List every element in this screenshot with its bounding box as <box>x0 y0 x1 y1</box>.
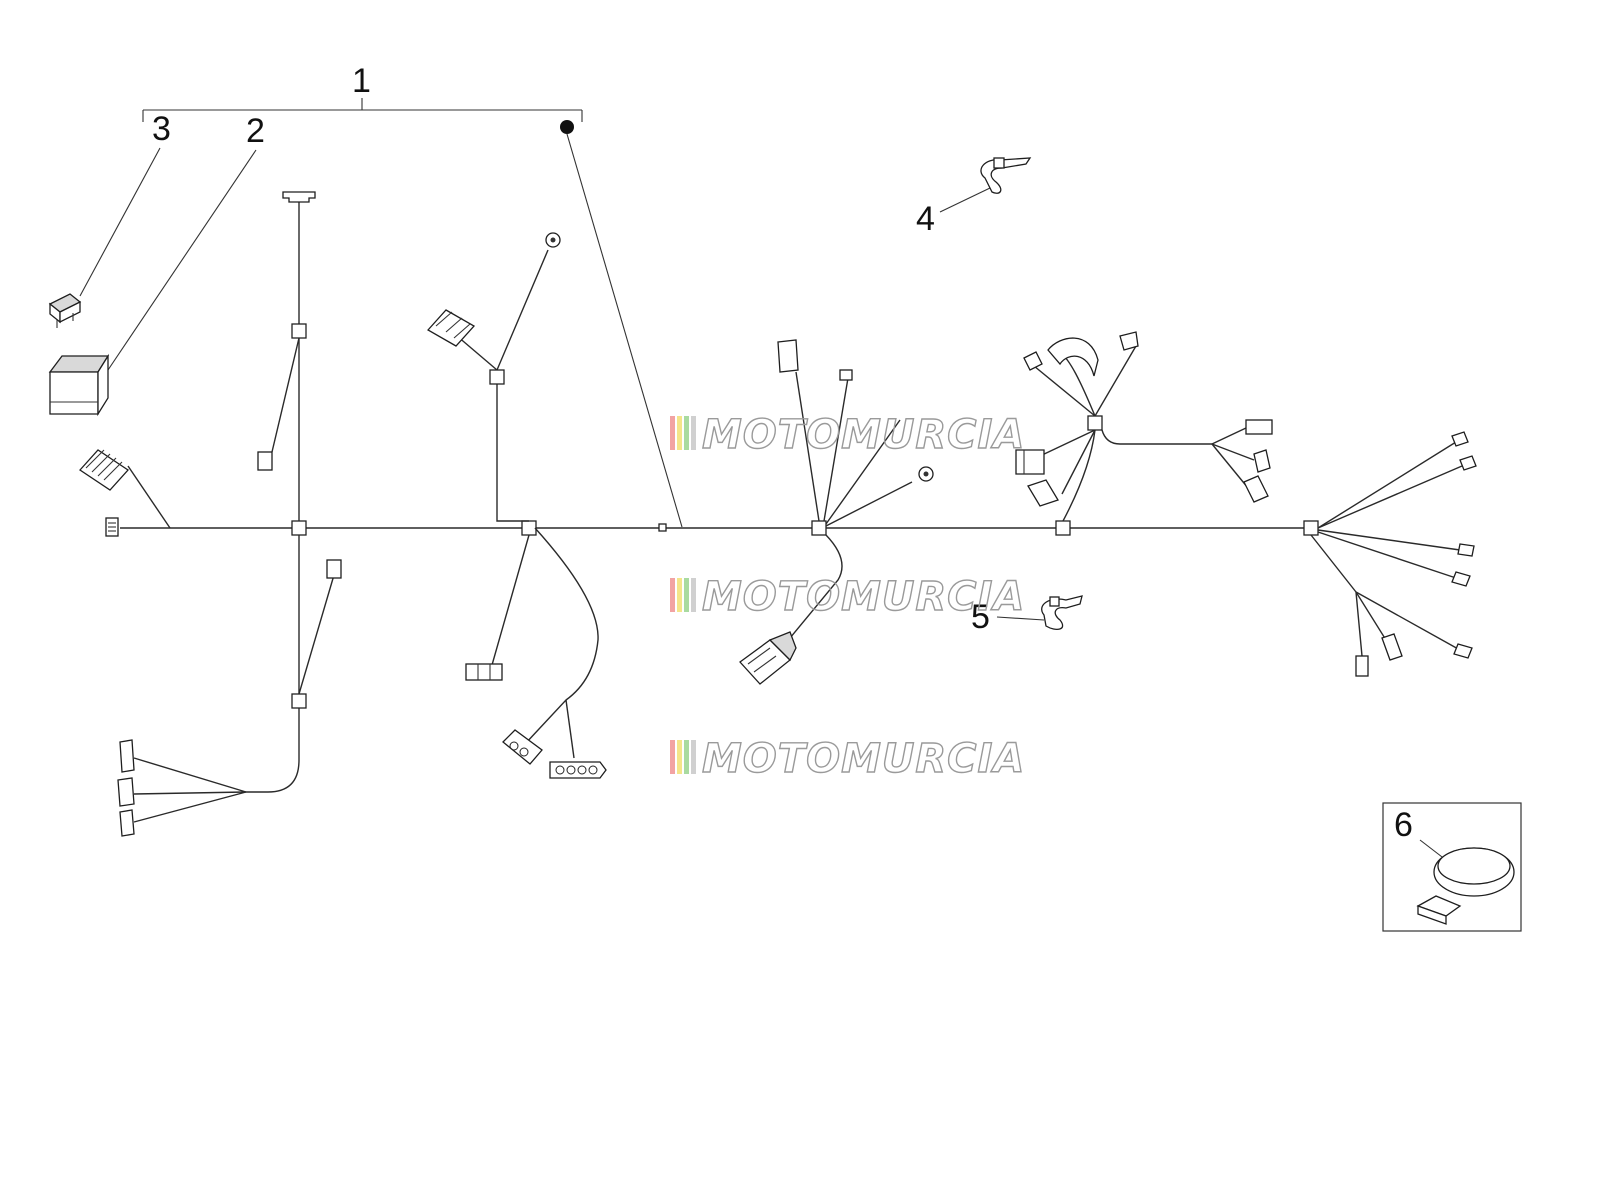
cable-tie-icon <box>980 157 1032 194</box>
main-harness-trunk <box>79 449 1319 537</box>
callout-4: 4 <box>916 200 935 238</box>
junction-upper <box>291 323 307 339</box>
bracket-connector-2-icon <box>1027 479 1059 507</box>
watermark-text-3: MOTOMURCIA <box>702 736 1025 782</box>
bullet-connector-icon <box>1355 655 1369 677</box>
junction-5 <box>1055 520 1071 536</box>
small-plug-icon <box>257 451 273 471</box>
callout-3: 3 <box>152 110 171 148</box>
junction-upper-right <box>1087 415 1103 431</box>
callout-5: 5 <box>971 598 990 636</box>
callout-2-group: 2 <box>48 112 265 417</box>
branch-lower-middle <box>465 527 607 779</box>
relay-connector-icon <box>426 309 476 347</box>
junction-2 <box>521 520 537 536</box>
vertical-branch-left <box>117 191 342 837</box>
callout-4-group: 4 <box>916 157 1032 238</box>
callout-3-group: 3 <box>48 110 171 328</box>
bracket-connector-icon <box>1015 449 1045 475</box>
branch-center <box>739 339 934 685</box>
junction-4 <box>811 520 827 536</box>
watermark-text-2: MOTOMURCIA <box>702 574 1025 620</box>
flat-connector-icon <box>1245 419 1273 435</box>
watermark-2: MOTOMURCIA <box>670 573 1025 621</box>
mini-connector-icon <box>839 369 853 381</box>
eyelet-connector-2-icon <box>1119 331 1139 351</box>
branch-right-center <box>1015 331 1273 522</box>
plug-connector-icon <box>326 559 342 579</box>
blade-terminal-4-icon <box>1451 571 1471 587</box>
callout-5-group: 5 <box>971 595 1083 636</box>
junction-1 <box>291 520 307 536</box>
round-pin-connector-icon <box>502 729 543 765</box>
hose-clamp-icon <box>1416 847 1515 925</box>
callout-1-group: 1 <box>142 62 683 528</box>
switch-connector-icons <box>117 739 135 837</box>
watermark-1: MOTOMURCIA <box>670 411 1025 459</box>
fuse-box-icon <box>48 353 110 417</box>
blade-terminal-3-icon <box>1457 543 1475 557</box>
blade-terminal-5-icon <box>1453 643 1473 659</box>
junction-3 <box>658 523 667 532</box>
blade-terminal-1-icon <box>1451 431 1469 447</box>
top-connector-icon <box>282 191 316 203</box>
callout-2: 2 <box>246 112 265 150</box>
junction-lower <box>291 693 307 709</box>
branch-far-right <box>1310 431 1477 677</box>
callout-6-group: 6 <box>1382 802 1522 932</box>
callout-1-dot <box>560 120 574 134</box>
ring-terminal-right-icon <box>918 466 934 482</box>
callout-1: 1 <box>352 62 371 100</box>
bent-sleeve-icon <box>1047 337 1099 377</box>
callout-6: 6 <box>1394 806 1413 844</box>
junction-6 <box>1303 520 1319 536</box>
branch-upper-middle <box>426 232 561 522</box>
spade-connector-icon <box>1253 449 1271 473</box>
ring-terminal-icon <box>545 232 561 248</box>
watermark-3: MOTOMURCIA <box>670 735 1025 783</box>
large-plug-connector-icon <box>739 631 797 685</box>
four-pin-connector-icon <box>549 761 607 779</box>
multi-pin-connector-icon <box>79 449 129 491</box>
square-connector-icon <box>777 339 799 373</box>
blade-terminal-2-icon <box>1459 455 1477 471</box>
fuse-icon <box>48 293 82 328</box>
spade-connector-2-icon <box>1243 475 1269 503</box>
tab-connector-icon <box>1381 633 1403 661</box>
eyelet-connector-icon <box>1023 351 1043 371</box>
cable-clamp-icon <box>1041 595 1083 631</box>
watermark-text-1: MOTOMURCIA <box>702 412 1025 458</box>
junction-upper-middle <box>489 369 505 385</box>
three-pin-connector-icon <box>465 663 503 681</box>
